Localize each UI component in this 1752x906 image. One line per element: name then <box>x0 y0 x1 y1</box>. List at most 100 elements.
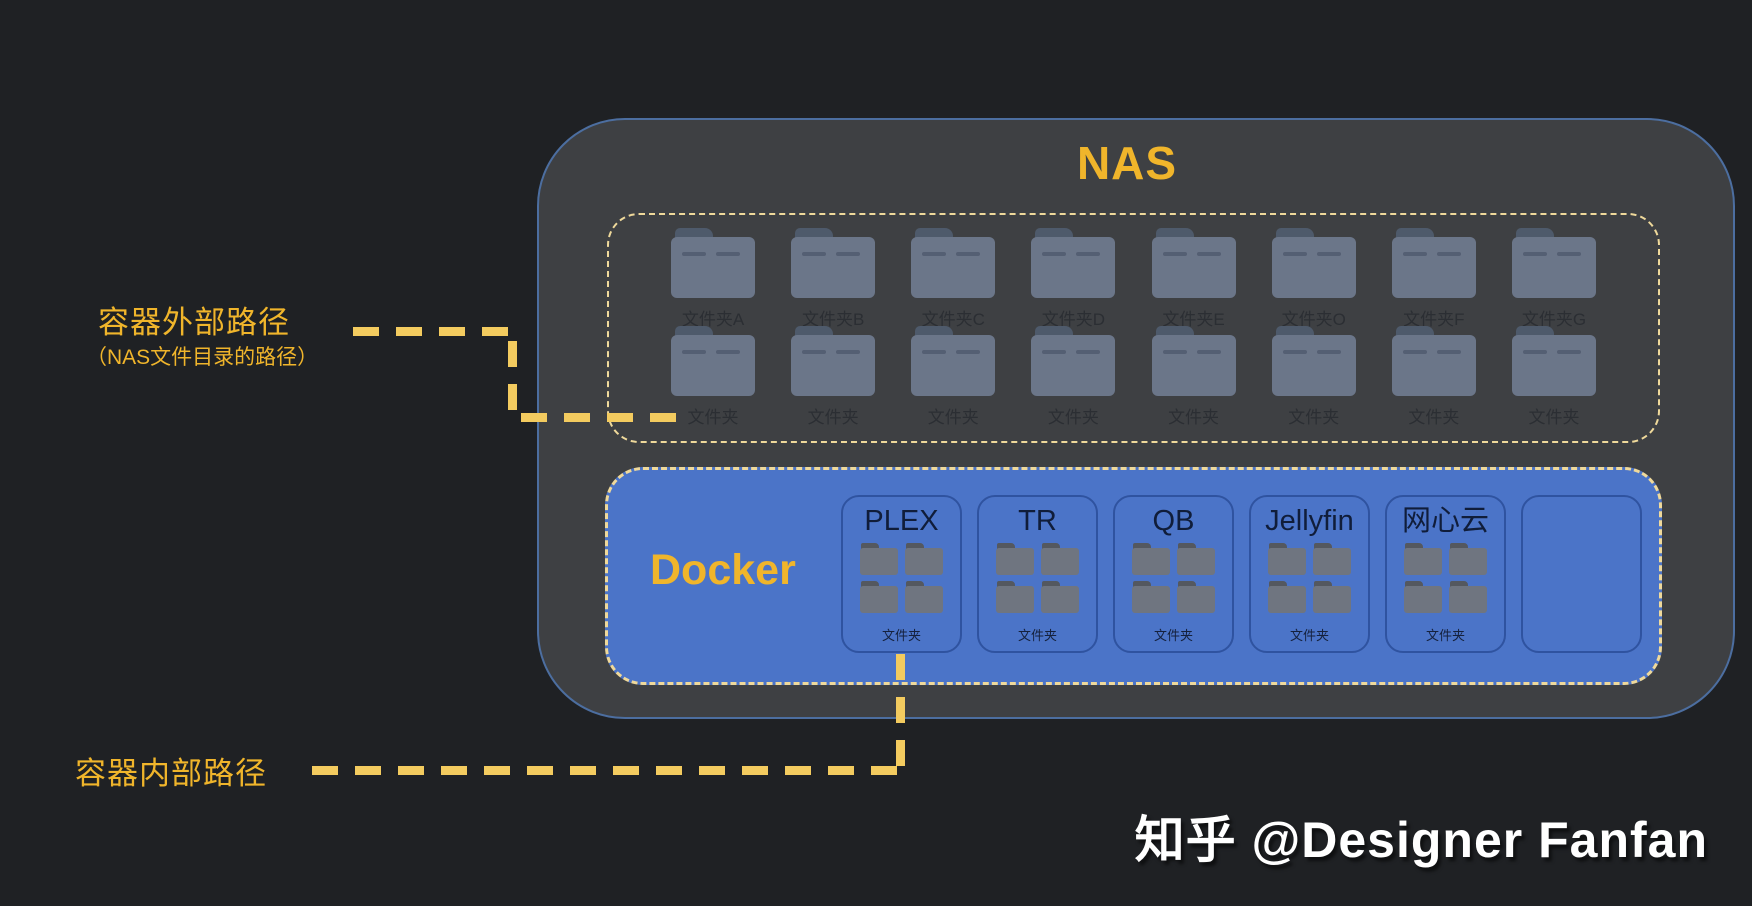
docker-container <box>1521 495 1642 653</box>
folder-icon <box>1449 581 1487 613</box>
container-folder-label: 文件夹 <box>1153 628 1193 643</box>
external-path-label: 容器外部路径 <box>98 305 290 340</box>
folder-body <box>1268 586 1306 613</box>
folder-tab <box>1450 543 1468 550</box>
docker-title: Docker <box>650 546 796 594</box>
external-path-line-h2 <box>521 413 678 422</box>
folder-body <box>1511 237 1596 298</box>
folder-body <box>1404 586 1442 613</box>
folder-body <box>1132 548 1170 575</box>
nas-folder-label: 文件夹G <box>1521 310 1587 329</box>
folder-tab <box>1133 543 1151 550</box>
nas-folder: 文件夹 <box>1494 326 1614 427</box>
docker-container-row: PLEX 文件夹 TR 文件夹 QB <box>841 495 1642 653</box>
folder-tab <box>1042 543 1060 550</box>
folder-icon <box>1404 581 1442 613</box>
container-folder-grid <box>1132 543 1215 613</box>
folder-body <box>1177 548 1215 575</box>
folder-body <box>1031 335 1116 396</box>
folder-icon <box>791 228 876 298</box>
folder-icon <box>911 228 996 298</box>
folder-body <box>1391 335 1476 396</box>
folder-icon <box>1391 326 1476 396</box>
folder-body <box>1151 335 1236 396</box>
folder-icon <box>996 581 1034 613</box>
folder-body <box>671 335 755 396</box>
folder-body <box>911 237 996 298</box>
nas-folder-label: 文件夹 <box>1047 408 1099 427</box>
folder-icon <box>1313 543 1351 575</box>
folder-tab <box>1405 581 1423 588</box>
folder-tab <box>906 581 924 588</box>
folder-icon <box>1151 228 1236 298</box>
docker-container: PLEX 文件夹 <box>841 495 962 653</box>
nas-folder: 文件夹 <box>1254 326 1374 427</box>
folder-body <box>905 586 943 613</box>
nas-folder: 文件夹 <box>893 326 1013 427</box>
nas-folder: 文件夹G <box>1494 228 1614 329</box>
nas-folder: 文件夹F <box>1374 228 1494 329</box>
container-folder-grid <box>860 543 943 613</box>
folder-body <box>860 548 898 575</box>
external-path-line-h1 <box>353 327 516 336</box>
folder-tab <box>1314 543 1332 550</box>
folder-icon <box>1271 326 1356 396</box>
folder-body <box>1271 237 1356 298</box>
folder-tab <box>997 543 1015 550</box>
nas-folder: 文件夹 <box>1134 326 1254 427</box>
external-path-line-v <box>508 341 517 413</box>
container-folder-grid <box>1268 543 1351 613</box>
folder-body <box>911 335 996 396</box>
folder-icon <box>1041 581 1079 613</box>
nas-folder-row-1: 文件夹A 文件夹B 文件夹C <box>653 228 1614 329</box>
folder-icon <box>1268 543 1306 575</box>
folder-body <box>1391 237 1476 298</box>
folder-body <box>671 237 755 298</box>
folder-icon <box>1031 228 1116 298</box>
nas-folder-label: 文件夹A <box>681 310 745 329</box>
folder-icon <box>1404 543 1442 575</box>
docker-container: QB 文件夹 <box>1113 495 1234 653</box>
folder-body <box>1041 586 1079 613</box>
folder-icon <box>1177 581 1215 613</box>
folder-body <box>1313 586 1351 613</box>
folder-body <box>1041 548 1079 575</box>
docker-container-title: QB <box>1152 505 1195 537</box>
folder-tab <box>861 543 879 550</box>
nas-folder: 文件夹 <box>773 326 893 427</box>
container-folder-grid <box>996 543 1079 613</box>
nas-folder-label: 文件夹 <box>927 408 979 427</box>
folder-tab <box>1042 581 1060 588</box>
nas-folder: 文件夹D <box>1013 228 1133 329</box>
folder-tab <box>1405 543 1423 550</box>
folder-tab <box>861 581 879 588</box>
folder-body <box>1404 548 1442 575</box>
folder-icon <box>671 228 755 298</box>
folder-icon <box>860 543 898 575</box>
nas-folder-label: 文件夹C <box>921 310 985 329</box>
nas-folder-label: 文件夹 <box>807 408 859 427</box>
folder-body <box>1177 586 1215 613</box>
folder-icon <box>1177 543 1215 575</box>
folder-icon <box>1132 543 1170 575</box>
docker-container-title: TR <box>1018 505 1057 537</box>
folder-body <box>1313 548 1351 575</box>
nas-folder: 文件夹A <box>653 228 773 329</box>
watermark: 知乎 @Designer Fanfan <box>1134 812 1708 868</box>
docker-container: 网心云 文件夹 <box>1385 495 1506 653</box>
folder-icon <box>1271 228 1356 298</box>
container-folder-label: 文件夹 <box>1017 628 1057 643</box>
folder-body <box>996 548 1034 575</box>
folder-icon <box>860 581 898 613</box>
folder-tab <box>1133 581 1151 588</box>
folder-tab <box>1178 581 1196 588</box>
folder-icon <box>791 326 876 396</box>
folder-icon <box>1449 543 1487 575</box>
folder-icon <box>1313 581 1351 613</box>
folder-body <box>996 586 1034 613</box>
nas-folder: 文件夹 <box>1374 326 1494 427</box>
folder-body <box>1031 237 1116 298</box>
folder-tab <box>1269 543 1287 550</box>
container-folder-label: 文件夹 <box>1289 628 1329 643</box>
